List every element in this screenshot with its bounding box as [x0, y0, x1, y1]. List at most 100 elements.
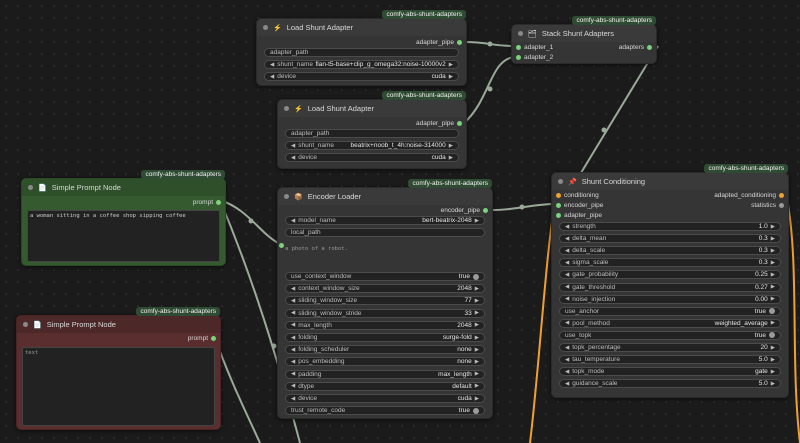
text-input-area[interactable]: a photo of a robot. — [285, 246, 348, 252]
output-socket[interactable] — [211, 336, 216, 341]
arrow-left-icon[interactable]: ◀ — [565, 368, 570, 375]
arrow-right-icon[interactable]: ▶ — [474, 358, 479, 365]
input-conditioning[interactable]: conditioning — [556, 192, 599, 199]
input-adapter-2[interactable]: adapter_2 — [516, 54, 553, 61]
node-header[interactable]: 📌 Shunt Conditioning — [552, 173, 788, 190]
arrow-left-icon[interactable]: ◀ — [270, 61, 275, 68]
prompt-textarea[interactable]: text — [22, 347, 215, 426]
load-shunt-adapter-node-2[interactable]: comfy-abs-shunt-adapters ⚡ Load Shunt Ad… — [277, 91, 467, 169]
arrow-left-icon[interactable]: ◀ — [565, 259, 570, 266]
output-socket[interactable] — [779, 193, 784, 198]
arrow-right-icon[interactable]: ▶ — [474, 310, 479, 317]
arrow-right-icon[interactable]: ▶ — [770, 271, 775, 278]
arrow-left-icon[interactable]: ◀ — [291, 395, 296, 402]
output-encoder-pipe[interactable]: encoder_pipe — [441, 207, 488, 214]
arrow-left-icon[interactable]: ◀ — [291, 142, 296, 149]
node-header[interactable]: ⚡ Load Shunt Adapter — [278, 100, 466, 117]
arrow-left-icon[interactable]: ◀ — [565, 356, 570, 363]
toggle-knob-icon[interactable] — [769, 308, 775, 315]
arrow-left-icon[interactable]: ◀ — [291, 285, 296, 292]
arrow-right-icon[interactable]: ▶ — [474, 322, 479, 329]
shunt-conditioning-node[interactable]: comfy-abs-shunt-adapters 📌 Shunt Conditi… — [551, 164, 789, 398]
node-header[interactable]: 📦 Encoder Loader — [278, 188, 492, 205]
arrow-left-icon[interactable]: ◀ — [291, 154, 296, 161]
arrow-left-icon[interactable]: ◀ — [291, 346, 296, 353]
arrow-right-icon[interactable]: ▶ — [474, 217, 479, 224]
node-header[interactable]: ⚡ Load Shunt Adapter — [257, 19, 466, 36]
arrow-right-icon[interactable]: ▶ — [770, 356, 775, 363]
collapse-dot-icon[interactable] — [558, 179, 563, 184]
adapter-path-field[interactable]: adapter_path — [264, 48, 459, 57]
collapse-dot-icon[interactable] — [263, 25, 268, 30]
arrow-left-icon[interactable]: ◀ — [565, 223, 570, 230]
output-adapter-pipe[interactable]: adapter_pipe — [416, 39, 462, 46]
arrow-right-icon[interactable]: ▶ — [448, 61, 453, 68]
output-socket[interactable] — [779, 203, 784, 208]
arrow-right-icon[interactable]: ▶ — [448, 73, 453, 80]
output-socket[interactable] — [647, 45, 652, 50]
device-combo[interactable]: ◀ device cuda ▶ — [285, 153, 459, 162]
simple-prompt-node-2[interactable]: comfy-abs-shunt-adapters 📄 Simple Prompt… — [16, 307, 221, 430]
arrow-right-icon[interactable]: ▶ — [474, 297, 479, 304]
output-socket[interactable] — [216, 200, 221, 205]
arrow-right-icon[interactable]: ▶ — [770, 223, 775, 230]
model-name-combo[interactable]: ◀ model_name bert-beatrix-2048 ▶ — [285, 216, 485, 225]
arrow-left-icon[interactable]: ◀ — [291, 334, 296, 341]
toggle-knob-icon[interactable] — [769, 332, 775, 339]
load-shunt-adapter-node-1[interactable]: comfy-abs-shunt-adapters ⚡ Load Shunt Ad… — [256, 10, 467, 86]
arrow-left-icon[interactable]: ◀ — [565, 344, 570, 351]
arrow-right-icon[interactable]: ▶ — [474, 395, 479, 402]
arrow-right-icon[interactable]: ▶ — [474, 334, 479, 341]
input-text[interactable] — [279, 243, 284, 248]
adapter-path-field[interactable]: adapter_path — [285, 129, 459, 138]
output-prompt[interactable]: prompt — [193, 199, 221, 206]
local-path-field[interactable]: local_path — [285, 228, 485, 237]
output-adapters[interactable]: adapters — [619, 44, 652, 51]
collapse-dot-icon[interactable] — [284, 194, 289, 199]
arrow-right-icon[interactable]: ▶ — [770, 259, 775, 266]
arrow-left-icon[interactable]: ◀ — [291, 217, 296, 224]
toggle-knob-icon[interactable] — [473, 273, 479, 280]
arrow-right-icon[interactable]: ▶ — [770, 235, 775, 242]
arrow-left-icon[interactable]: ◀ — [565, 284, 570, 290]
toggle-knob-icon[interactable] — [473, 407, 479, 414]
node-header[interactable]: 📄 Simple Prompt Node — [17, 316, 220, 333]
arrow-left-icon[interactable]: ◀ — [291, 358, 296, 365]
device-combo[interactable]: ◀ device cuda ▶ — [264, 72, 459, 81]
arrow-right-icon[interactable]: ▶ — [770, 380, 775, 387]
arrow-right-icon[interactable]: ▶ — [770, 247, 775, 254]
input-socket[interactable] — [556, 213, 561, 218]
arrow-right-icon[interactable]: ▶ — [448, 142, 453, 149]
input-socket[interactable] — [516, 45, 521, 50]
arrow-left-icon[interactable]: ◀ — [291, 297, 296, 304]
arrow-left-icon[interactable]: ◀ — [270, 73, 275, 80]
arrow-right-icon[interactable]: ▶ — [770, 368, 775, 375]
input-socket[interactable] — [516, 55, 521, 60]
shunt-name-combo[interactable]: ◀ shunt_name beatrix+noob_t_4h:noise-314… — [285, 141, 459, 150]
arrow-left-icon[interactable]: ◀ — [565, 380, 570, 387]
arrow-left-icon[interactable]: ◀ — [291, 322, 296, 329]
output-socket[interactable] — [457, 121, 462, 126]
output-statistics[interactable]: statistics — [751, 202, 784, 209]
encoder-loader-node[interactable]: comfy-abs-shunt-adapters 📦 Encoder Loade… — [277, 179, 493, 419]
